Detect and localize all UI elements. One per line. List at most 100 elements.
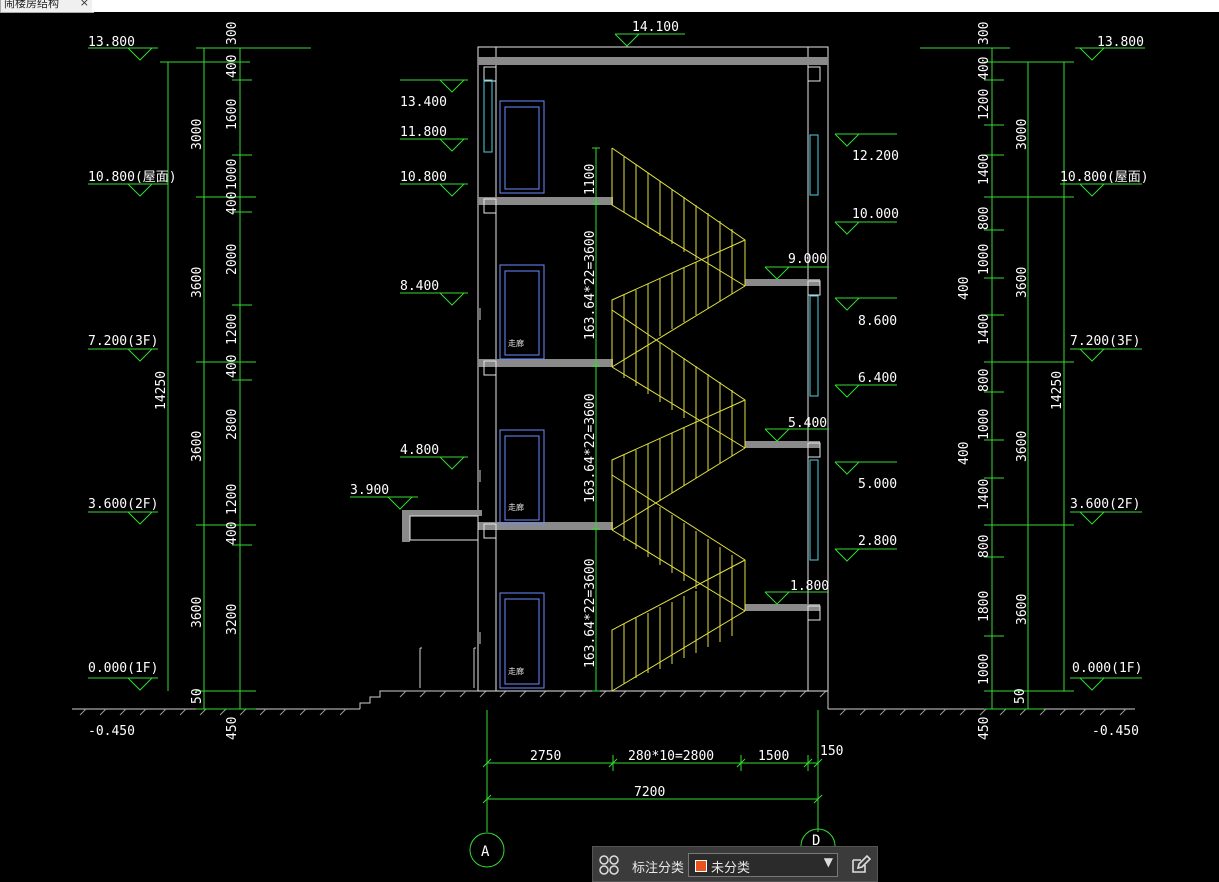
dim-text: 3600 <box>190 431 205 462</box>
room-label: 走廊 <box>508 666 524 676</box>
level-text: 2.800 <box>858 534 897 549</box>
drawing-tab-title: 闹楼房结构 <box>4 0 59 10</box>
dim-text: 50 <box>1013 688 1028 704</box>
level-text: 3.600(2F) <box>1070 497 1140 512</box>
dim-text: 3000 <box>190 119 205 150</box>
level-text: 6.400 <box>858 371 897 386</box>
dim-text: 400 <box>225 192 240 215</box>
chevron-down-icon: ▼ <box>823 855 833 869</box>
window-level-text-right: 12.200 10.000 8.600 6.400 5.000 2.800 <box>852 149 899 549</box>
category-select[interactable]: 未分类 ▼ <box>688 853 838 877</box>
level-text: 8.400 <box>400 279 439 294</box>
dim-text: 800 <box>977 207 992 230</box>
level-text: 13.800 <box>1097 35 1144 50</box>
level-text: 1.800 <box>790 579 829 594</box>
railings <box>419 308 481 688</box>
dim-text: 1000 <box>977 654 992 685</box>
dim-text: 400 <box>977 57 992 80</box>
left-level-markers <box>88 47 168 691</box>
edit-icon[interactable] <box>849 854 871 876</box>
level-text: 13.400 <box>400 95 447 110</box>
level-text: 3.600(2F) <box>88 497 158 512</box>
window-level-markers-right <box>834 133 897 562</box>
dim-text: 3600 <box>1015 594 1030 625</box>
level-text: 10.000 <box>852 207 899 222</box>
flight-label: 163.64*22=3600 <box>583 393 598 503</box>
bottom-dimension-lines <box>482 710 823 832</box>
dim-text: 450 <box>977 717 992 740</box>
flight-label: 163.64*22=3600 <box>583 558 598 668</box>
drawing-tab[interactable]: 闹楼房结构 × <box>0 0 94 13</box>
level-text: 3.900 <box>350 483 389 498</box>
stair-labels: 163.64*22=3600 163.64*22=3600 163.64*22=… <box>583 164 598 668</box>
dim-text: 1400 <box>977 314 992 345</box>
room-label: 走廊 <box>508 338 524 348</box>
level-text: 8.600 <box>858 314 897 329</box>
category-select-value: 未分类 <box>711 861 751 876</box>
dim-text: 300 <box>225 22 240 45</box>
dim-text: 400 <box>957 277 972 300</box>
dim-text: 1200 <box>225 314 240 345</box>
level-text: 10.800(屋面) <box>88 170 177 185</box>
axis-label: A <box>481 844 490 860</box>
dim-text: 50 <box>190 688 205 704</box>
dim-text: 400 <box>225 522 240 545</box>
dim-text: 14250 <box>1050 371 1065 410</box>
doors <box>499 100 545 689</box>
dim-text: 1500 <box>758 749 789 764</box>
axis-label: D <box>812 833 820 849</box>
room-label: 走廊 <box>508 502 524 512</box>
dim-text: 800 <box>977 369 992 392</box>
dim-text: 1600 <box>225 99 240 130</box>
grid-icon[interactable] <box>599 855 619 875</box>
level-text: 0.000(1F) <box>1072 661 1142 676</box>
level-text: 4.800 <box>400 443 439 458</box>
ground-hatch <box>79 690 1127 716</box>
window-level-markers-left <box>350 79 468 510</box>
tab-strip <box>92 0 1219 12</box>
landing-level-text: 9.000 5.400 1.800 <box>788 252 829 594</box>
dim-text: 14250 <box>154 371 169 410</box>
level-text: 10.800(屋面) <box>1060 170 1149 185</box>
level-text: 12.200 <box>852 149 899 164</box>
dim-text: 150 <box>820 744 843 759</box>
bottom-dimension-text: 2750 280*10=2800 1500 150 7200 <box>530 744 843 800</box>
level-text: 14.100 <box>632 20 679 35</box>
left-level-text: 13.800 10.800(屋面) 7.200(3F) 3.600(2F) 0.… <box>88 35 177 739</box>
left-dimension-text: 14250 3000 3600 3600 3600 300 400 1600 1… <box>154 22 240 740</box>
annotation-category-label: 标注分类 <box>632 861 685 876</box>
building-section <box>477 46 829 692</box>
level-text: 10.800 <box>400 170 447 185</box>
dim-text: 3000 <box>1015 119 1030 150</box>
level-text: 13.800 <box>88 35 135 50</box>
dim-text: 1400 <box>977 154 992 185</box>
dim-text: 3600 <box>1015 431 1030 462</box>
windows <box>483 79 819 561</box>
dim-text: 1400 <box>977 479 992 510</box>
dim-text: 400 <box>225 55 240 78</box>
dim-text: 7200 <box>634 785 665 800</box>
level-text: -0.450 <box>1092 724 1139 739</box>
dim-text: 3200 <box>225 604 240 635</box>
annotation-category-toolbar: 标注分类 未分类 ▼ <box>592 846 878 882</box>
landing-level-markers <box>764 266 829 605</box>
dim-text: 280*10=2800 <box>628 749 714 764</box>
category-color-swatch <box>695 860 707 872</box>
dim-text: 1200 <box>977 89 992 120</box>
dim-text: 3600 <box>190 267 205 298</box>
dim-text: 1200 <box>225 484 240 515</box>
dim-text: 1000 <box>977 409 992 440</box>
right-level-text: 13.800 10.800(屋面) 7.200(3F) 3.600(2F) 0.… <box>1060 35 1149 739</box>
floor-slabs <box>402 57 828 611</box>
top-level-marker <box>614 33 685 47</box>
flight-top-height: 1100 <box>583 164 598 195</box>
dim-text: 1800 <box>977 591 992 622</box>
close-tab-icon[interactable]: × <box>79 0 89 9</box>
level-text: 9.000 <box>788 252 827 267</box>
right-level-markers <box>1060 47 1145 691</box>
right-dimension-text: 300 400 1200 1400 800 1000 1400 800 1000… <box>957 22 1065 740</box>
flight-label: 163.64*22=3600 <box>583 230 598 340</box>
level-text: -0.450 <box>88 724 135 739</box>
dim-text: 1000 <box>225 159 240 190</box>
